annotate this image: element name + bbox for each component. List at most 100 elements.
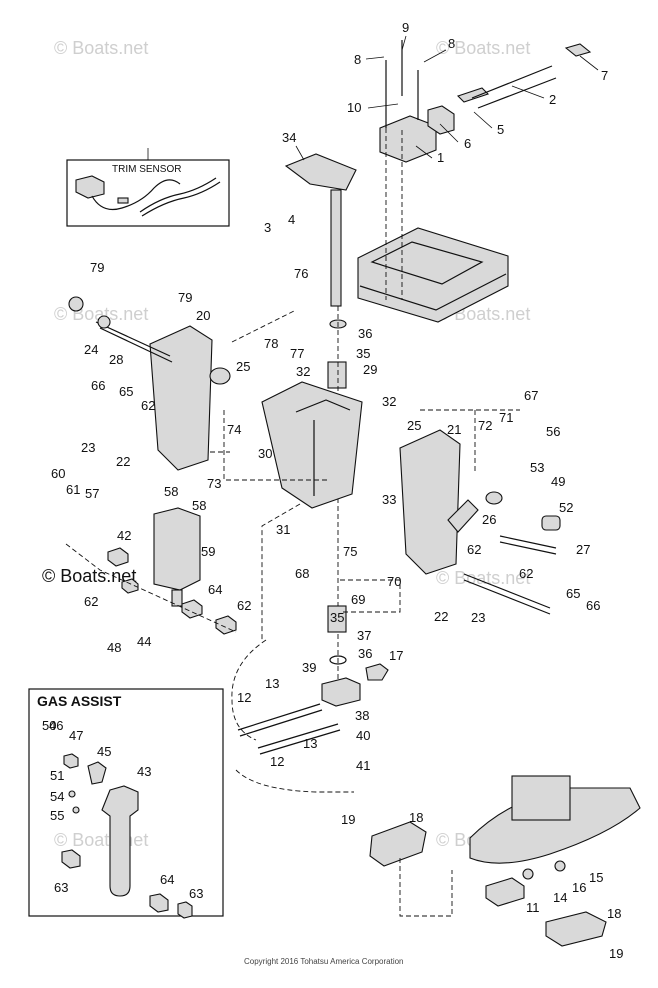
callout: 12 — [270, 754, 284, 769]
callout: 24 — [84, 342, 98, 357]
callout: 8 — [448, 36, 455, 51]
callout: 10 — [347, 100, 361, 115]
callout: 48 — [107, 640, 121, 655]
callout: 66 — [91, 378, 105, 393]
watermark: © Boats.net — [436, 568, 530, 588]
callout: 67 — [524, 388, 538, 403]
callout: 44 — [137, 634, 151, 649]
callout: 9 — [402, 20, 409, 35]
callout: 16 — [572, 880, 586, 895]
callout: 32 — [296, 364, 310, 379]
watermark: © Boats.net — [42, 566, 136, 586]
callout: 58 — [192, 498, 206, 513]
callout: 31 — [276, 522, 290, 537]
callout: 26 — [482, 512, 496, 527]
callout: 62 — [519, 566, 533, 581]
leader-lines — [295, 35, 599, 161]
callout: 36 — [358, 646, 372, 661]
callout: 47 — [69, 728, 83, 743]
callout: 63 — [54, 880, 68, 895]
callout: 2 — [549, 92, 556, 107]
callout: 46 — [49, 718, 63, 733]
callout: 13 — [265, 676, 279, 691]
callout: 14 — [553, 890, 567, 905]
callout: 7 — [601, 68, 608, 83]
callout: 69 — [351, 592, 365, 607]
callout: 36 — [358, 326, 372, 341]
callout: 22 — [116, 454, 130, 469]
callout: 17 — [389, 648, 403, 663]
callout: 8 — [354, 52, 361, 67]
callout: 37 — [357, 628, 371, 643]
copyright-notice: Copyright 2016 Tohatsu America Corporati… — [244, 957, 404, 966]
callout: 65 — [119, 384, 133, 399]
callout: 18 — [607, 906, 621, 921]
callout: 65 — [566, 586, 580, 601]
callout: 60 — [51, 466, 65, 481]
callout: 62 — [237, 598, 251, 613]
callout: 51 — [50, 768, 64, 783]
callout: 15 — [589, 870, 603, 885]
callout: 64 — [160, 872, 174, 887]
callout: 79 — [178, 290, 192, 305]
callout: 27 — [576, 542, 590, 557]
callout: 42 — [117, 528, 131, 543]
callout: 41 — [356, 758, 370, 773]
callout: 4 — [288, 212, 295, 227]
callout: 19 — [341, 812, 355, 827]
callout: 1 — [437, 150, 444, 165]
callout: 56 — [546, 424, 560, 439]
callout: 77 — [290, 346, 304, 361]
callout: 79 — [90, 260, 104, 275]
swivel-bracket-assembly — [357, 40, 592, 323]
assembly-dash-lines — [65, 309, 520, 793]
callout: 21 — [447, 422, 461, 437]
callout: 75 — [343, 544, 357, 559]
gas-assist-inset: GAS ASSIST — [28, 688, 224, 919]
callout: 62 — [141, 398, 155, 413]
callout: 71 — [499, 410, 513, 425]
callout: 62 — [84, 594, 98, 609]
callout-labels: 1 2 3 4 5 6 7 8 8 9 10 11 12 12 13 13 14… — [42, 20, 623, 961]
callout: 22 — [434, 609, 448, 624]
callout: 25 — [236, 359, 250, 374]
callout: 57 — [85, 486, 99, 501]
callout: 39 — [302, 660, 316, 675]
callout: 78 — [264, 336, 278, 351]
callout: 49 — [551, 474, 565, 489]
trim-sensor-label: TRIM SENSOR — [112, 164, 181, 175]
callout: 35 — [330, 610, 344, 625]
callout: 23 — [471, 610, 485, 625]
callout: 3 — [264, 220, 271, 235]
watermark: © Boats.net — [54, 830, 148, 850]
callout: 11 — [526, 900, 540, 915]
callout: 35 — [356, 346, 370, 361]
callout: 68 — [295, 566, 309, 581]
callout: 45 — [97, 744, 111, 759]
callout: 55 — [50, 808, 64, 823]
callout: 38 — [355, 708, 369, 723]
callout: 33 — [382, 492, 396, 507]
watermark: © Boats.net — [436, 38, 530, 58]
callout: 30 — [258, 446, 272, 461]
callout: 52 — [559, 500, 573, 515]
callout: 25 — [407, 418, 421, 433]
callout: 34 — [282, 130, 296, 145]
callout: 61 — [66, 482, 80, 497]
swivel-case — [261, 381, 363, 509]
callout: 64 — [208, 582, 222, 597]
callout: 74 — [227, 422, 241, 437]
callout: 23 — [81, 440, 95, 455]
callout: 6 — [464, 136, 471, 151]
gas-assist-label: GAS ASSIST — [37, 693, 122, 709]
callout: 58 — [164, 484, 178, 499]
lower-unit-housing — [369, 775, 641, 947]
callout: 66 — [586, 598, 600, 613]
power-trim-cylinder — [107, 507, 237, 635]
watermark: © Boats.net — [54, 38, 148, 58]
callout: 62 — [467, 542, 481, 557]
callout: 40 — [356, 728, 370, 743]
callout: 32 — [382, 394, 396, 409]
callout: 76 — [294, 266, 308, 281]
callout: 28 — [109, 352, 123, 367]
